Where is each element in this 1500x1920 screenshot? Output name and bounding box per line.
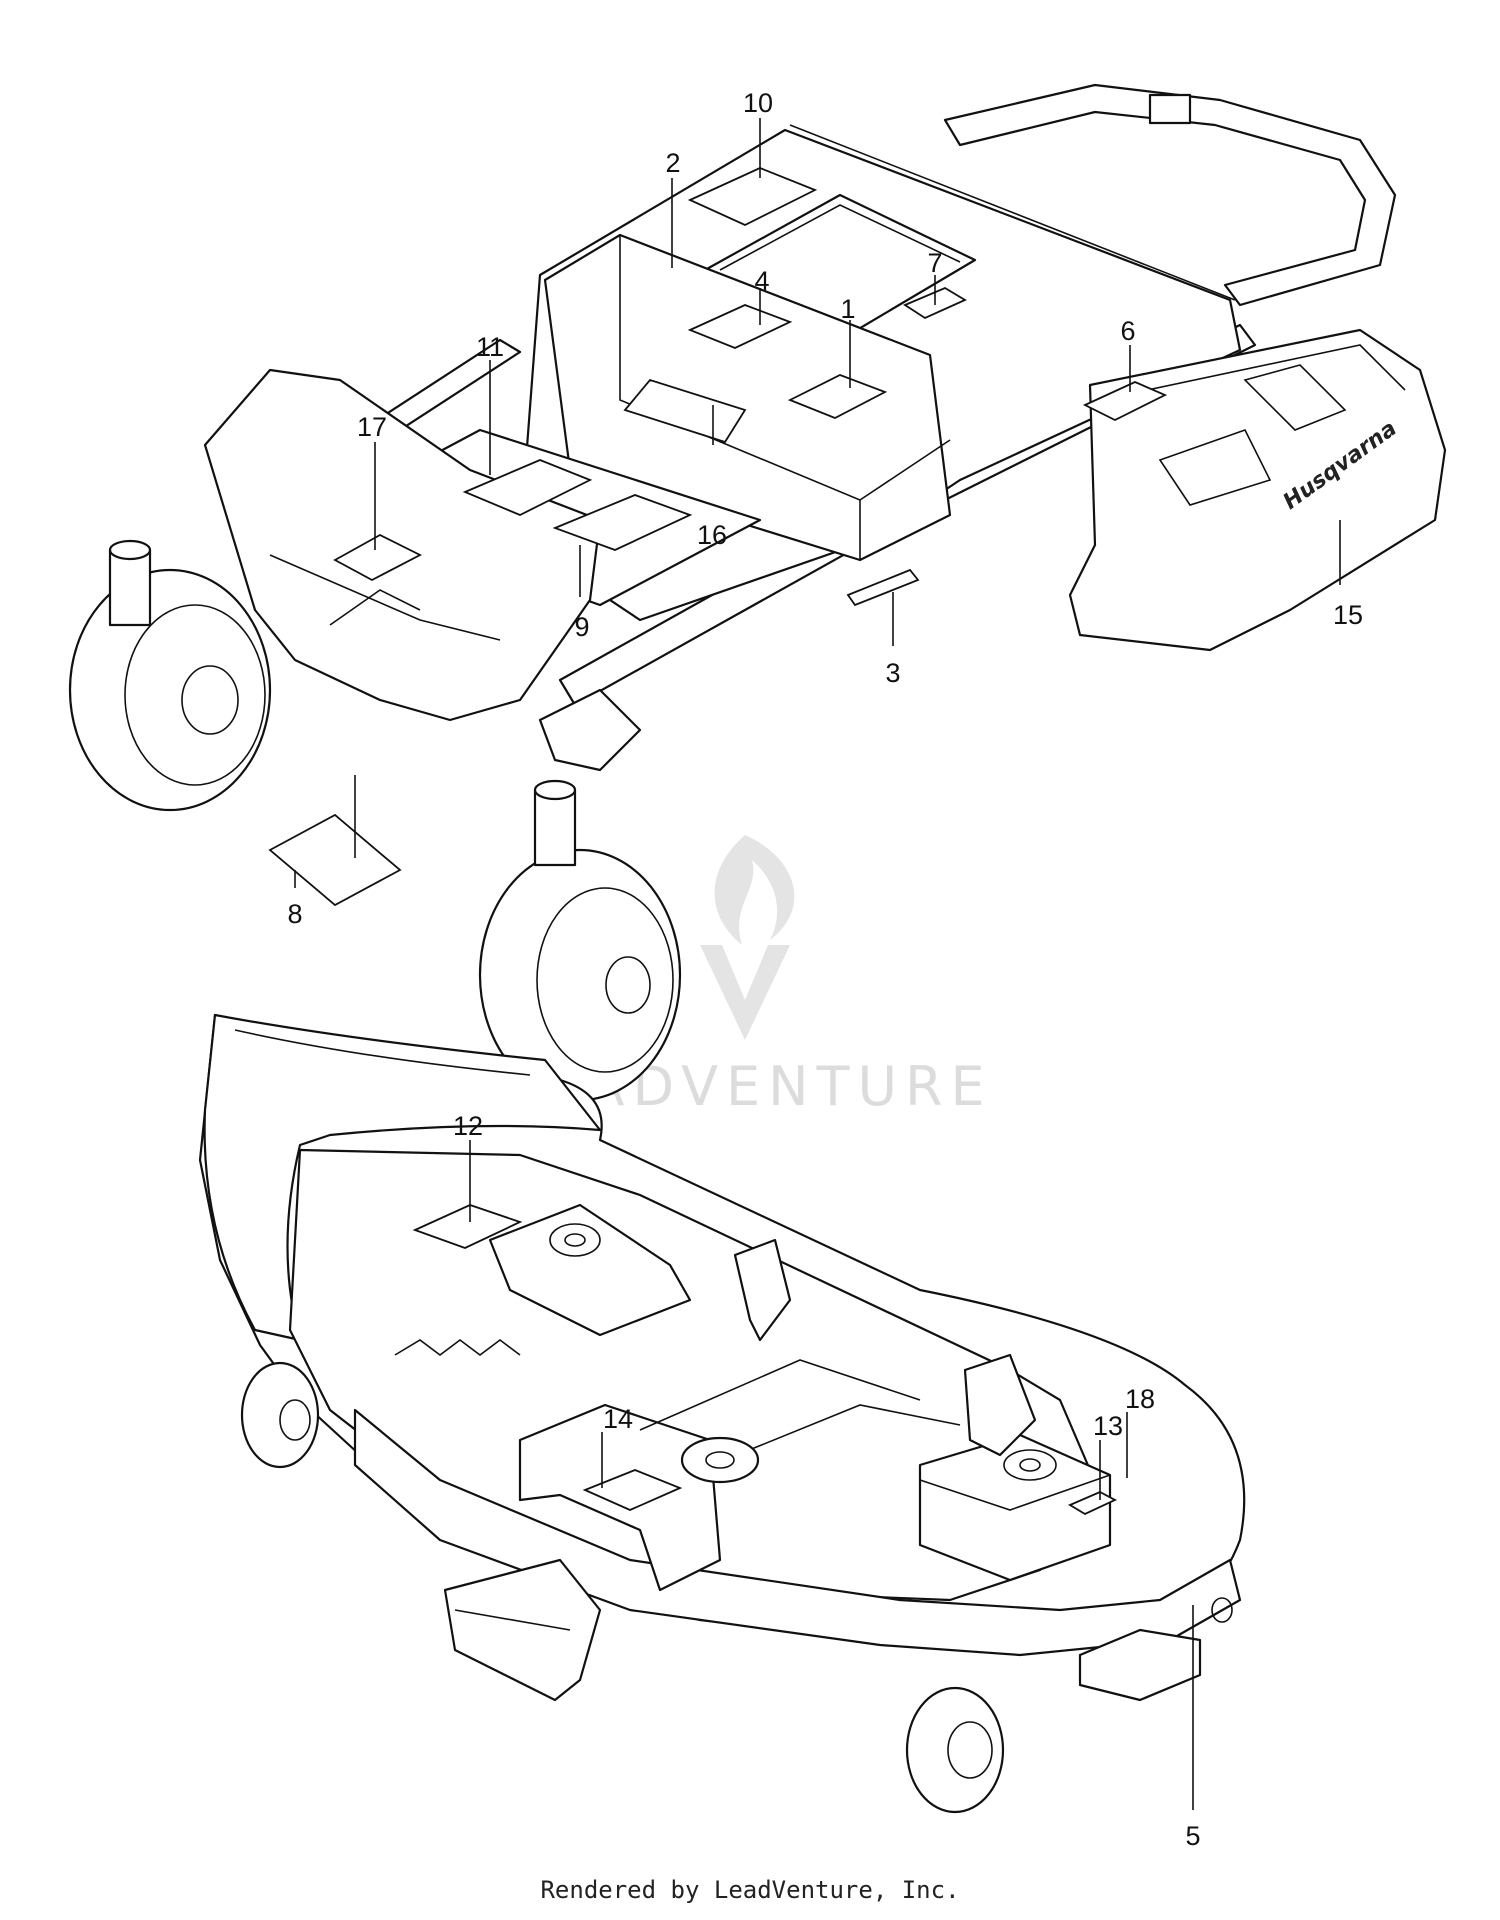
decal-3 bbox=[846, 568, 920, 607]
decal-9 bbox=[552, 494, 693, 551]
callout-16: 16 bbox=[697, 520, 727, 550]
callout-2: 2 bbox=[665, 148, 680, 178]
callout-9: 9 bbox=[574, 612, 589, 642]
footer-credit: Rendered by LeadVenture, Inc. bbox=[540, 1876, 960, 1904]
callout-3: 3 bbox=[885, 658, 900, 688]
callout-18: 18 bbox=[1125, 1384, 1155, 1414]
decal-8 bbox=[268, 813, 402, 907]
decal-17 bbox=[333, 533, 422, 582]
callout-15: 15 bbox=[1333, 600, 1363, 630]
decal-1 bbox=[787, 374, 888, 419]
handle-grip bbox=[1148, 93, 1192, 125]
chassis-frame bbox=[203, 83, 1447, 772]
decal-12 bbox=[412, 1204, 523, 1249]
callout-6: 6 bbox=[1120, 316, 1135, 346]
callout-labels: 10 2 4 7 1 6 11 17 16 9 3 15 8 12 14 13 … bbox=[287, 88, 1363, 1851]
callout-13: 13 bbox=[1093, 1411, 1123, 1441]
callout-11: 11 bbox=[476, 332, 504, 362]
decal-6 bbox=[1082, 381, 1168, 422]
watermark-logo bbox=[700, 835, 795, 1040]
decal-16 bbox=[623, 378, 747, 444]
callout-14: 14 bbox=[603, 1404, 633, 1434]
front-right-wheel bbox=[478, 779, 682, 1102]
deck-decals bbox=[412, 1204, 1118, 1516]
callout-1: 1 bbox=[840, 294, 855, 324]
upper-decals bbox=[268, 167, 1168, 907]
front-left-wheel bbox=[68, 539, 272, 812]
decal-10 bbox=[687, 167, 818, 226]
callout-12: 12 bbox=[453, 1111, 483, 1141]
callout-7: 7 bbox=[927, 248, 942, 278]
callout-8: 8 bbox=[287, 899, 302, 929]
decal-4 bbox=[687, 304, 793, 349]
decal-14 bbox=[582, 1469, 683, 1511]
leader-lines bbox=[294, 118, 1341, 1810]
decal-11 bbox=[462, 459, 593, 516]
callout-5: 5 bbox=[1185, 1821, 1200, 1851]
decal-13 bbox=[1068, 1491, 1118, 1516]
callout-10: 10 bbox=[743, 88, 773, 118]
callout-4: 4 bbox=[754, 266, 769, 296]
callout-17: 17 bbox=[357, 412, 387, 442]
mower-deck bbox=[198, 1013, 1246, 1814]
